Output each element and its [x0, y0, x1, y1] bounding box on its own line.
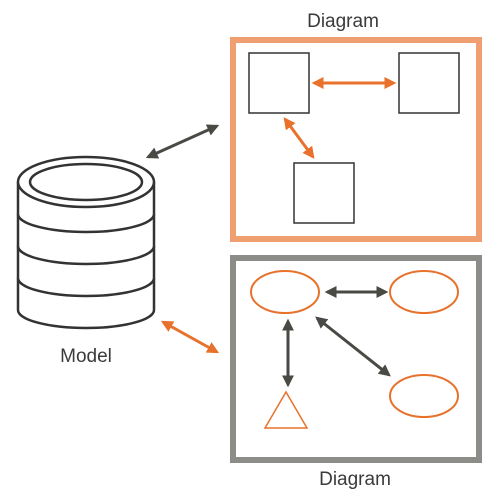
top-square-right: [398, 52, 460, 114]
top-square-bottom: [293, 162, 355, 224]
bottom-ellipse-top-right: [389, 270, 459, 314]
top-diagram-title: Diagram: [307, 11, 379, 32]
db-top-inner-rim: [28, 162, 144, 202]
database-cylinder-icon: [16, 155, 156, 330]
top-square-left: [248, 52, 310, 114]
bottom-diagonal-arrow: [315, 316, 391, 377]
bottom-ellipse-top-left: [250, 270, 320, 314]
bottom-triangle: [263, 390, 309, 429]
bottom-diagram-frame: [230, 255, 482, 463]
model-label: Model: [60, 346, 112, 367]
top-diagram-frame: [230, 37, 482, 242]
bottom-diagram-title: Diagram: [319, 469, 391, 490]
top-diagonal-arrow: [283, 117, 315, 159]
model-to-bottom-diagram-arrow: [160, 320, 220, 354]
bottom-ellipse-bottom-right: [389, 374, 459, 418]
model-to-top-diagram-arrow: [145, 124, 220, 159]
